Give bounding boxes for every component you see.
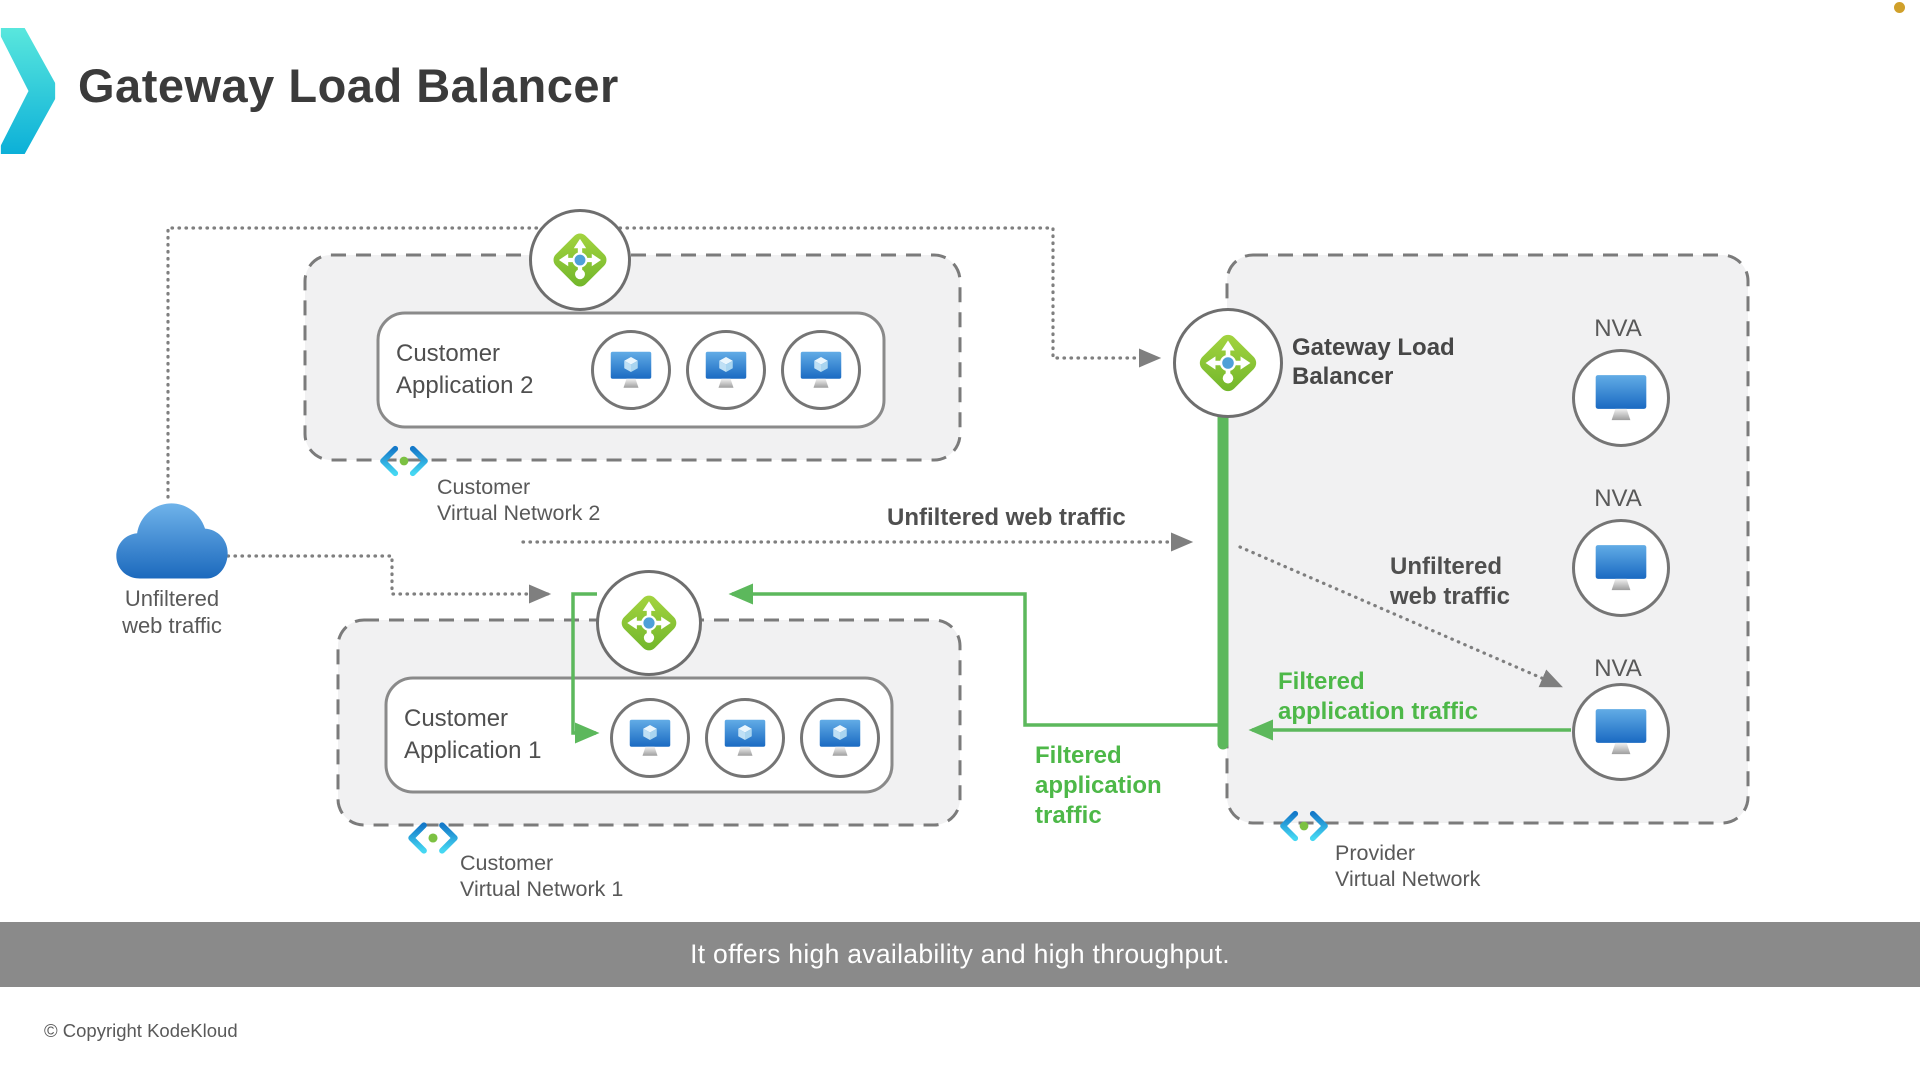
provider-vnet-label: Provider Virtual Network (1335, 841, 1481, 891)
load-balancer-icon (1195, 330, 1261, 396)
gateway-lb-label: Gateway Load Balancer (1292, 334, 1455, 390)
load-balancer-icon (549, 229, 611, 291)
vm-icon (797, 350, 845, 391)
vm-node (705, 698, 785, 778)
load-balancer-icon (617, 591, 681, 655)
connector-bar-to-lb1 (728, 583, 1218, 727)
vm-node (591, 330, 671, 410)
cloud-label: Unfiltered web traffic (122, 586, 222, 638)
virtual-network-icon (1276, 808, 1332, 844)
key-point-text: It offers high availability and high thr… (690, 939, 1230, 969)
load-balancer-node-vnet1 (596, 570, 702, 676)
vm-icon (607, 350, 655, 391)
virtual-network-icon (376, 444, 432, 478)
connector-gateway-to-nva3 (1238, 545, 1563, 688)
vm-icon (721, 718, 769, 759)
nva-monitor-icon (1591, 543, 1651, 594)
nva-label: NVA (1594, 315, 1642, 342)
virtual-network-icon (404, 820, 462, 856)
vm-icon (626, 718, 674, 759)
internet-cloud-icon (110, 497, 234, 583)
nva-node (1572, 683, 1670, 781)
connector-cloud-to-gateway (166, 226, 1162, 499)
nva-node (1572, 349, 1670, 447)
unfiltered-right-label: Unfiltered web traffic (1390, 553, 1511, 610)
copyright-text: © Copyright KodeKloud (44, 1020, 238, 1041)
nva-label: NVA (1594, 655, 1642, 682)
filtered-right-label: Filtered application traffic (1278, 668, 1479, 725)
customer-vnet2-label: Customer Virtual Network 2 (437, 475, 601, 525)
nva-node (1572, 519, 1670, 617)
nva-monitor-icon (1591, 707, 1651, 758)
nva-label: NVA (1594, 485, 1642, 512)
unfiltered-top-label: Unfiltered web traffic (887, 504, 1126, 531)
connector-lb1-to-vm1 (571, 592, 600, 744)
kodekloud-logo-icon (0, 28, 56, 154)
customer-app2-label: Customer Application 2 (396, 340, 534, 399)
vm-node (800, 698, 880, 778)
page-title: Gateway Load Balancer (78, 59, 619, 112)
connector-cloud-to-lb1 (226, 554, 552, 604)
key-point-bar: It offers high availability and high thr… (0, 922, 1920, 987)
vm-node (686, 330, 766, 410)
load-balancer-node-vnet2 (529, 209, 631, 311)
vm-icon (702, 350, 750, 391)
nva-monitor-icon (1591, 373, 1651, 424)
vm-node (610, 698, 690, 778)
customer-app1-label: Customer Application 1 (404, 705, 542, 764)
gateway-load-balancer-node (1173, 308, 1283, 418)
vm-icon (816, 718, 864, 759)
filtered-bottom-label: Filtered application traffic (1035, 742, 1162, 829)
corner-dot (1894, 2, 1905, 13)
vm-node (781, 330, 861, 410)
customer-vnet1-label: Customer Virtual Network 1 (460, 851, 624, 901)
